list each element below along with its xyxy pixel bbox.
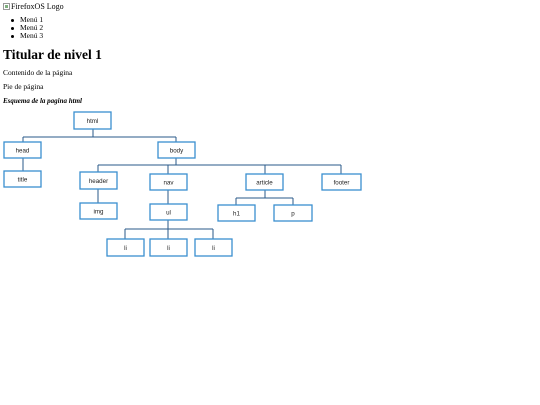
edge-body-children — [97, 158, 342, 174]
node-label: nav — [164, 180, 175, 187]
node-body: body — [157, 141, 196, 159]
page-heading: Titular de nivel 1 — [3, 47, 102, 62]
node-li: li — [194, 238, 233, 257]
edge-article-children — [235, 190, 294, 205]
broken-image-icon — [3, 3, 10, 10]
node-p: p — [273, 204, 313, 222]
node-li: li — [149, 238, 188, 257]
node-article: article — [245, 173, 284, 191]
edge-ul-children — [124, 220, 214, 239]
node-label: html — [87, 118, 99, 125]
node-label: h1 — [233, 211, 240, 218]
node-title: title — [3, 170, 42, 188]
node-label: p — [291, 211, 295, 218]
node-h1: h1 — [217, 204, 256, 222]
menu-item[interactable]: Menú 1 — [9, 16, 43, 24]
node-label: li — [167, 245, 170, 252]
node-header: header — [79, 171, 118, 190]
node-footer: footer — [321, 173, 362, 191]
menu-item[interactable]: Menú 2 — [9, 24, 43, 32]
node-label: body — [170, 148, 184, 155]
node-html: html — [73, 111, 112, 130]
diagram-caption: Esquema de la pagina html — [3, 97, 82, 105]
node-label: header — [89, 178, 108, 185]
node-li: li — [106, 238, 145, 257]
node-img: img — [79, 202, 118, 220]
node-label: li — [212, 245, 215, 252]
node-label: li — [124, 245, 127, 252]
menu-list: Menú 1 Menú 2 Menú 3 — [9, 16, 43, 40]
node-label: article — [256, 180, 273, 187]
node-label: title — [18, 177, 28, 184]
page-footer: Pie de página — [3, 82, 44, 91]
logo-alt-text: FirefoxOS Logo — [11, 2, 64, 11]
node-ul: ul — [149, 203, 188, 221]
node-label: img — [94, 209, 105, 216]
edge-html-children — [22, 129, 177, 142]
node-head: head — [3, 141, 42, 159]
node-label: footer — [334, 180, 350, 187]
menu-item[interactable]: Menú 3 — [9, 32, 43, 40]
node-nav: nav — [149, 173, 188, 191]
firefoxos-logo: FirefoxOS Logo — [3, 2, 64, 11]
node-label: head — [16, 148, 30, 155]
page-content: Contenido de la página — [3, 68, 73, 77]
node-label: ul — [166, 210, 171, 217]
